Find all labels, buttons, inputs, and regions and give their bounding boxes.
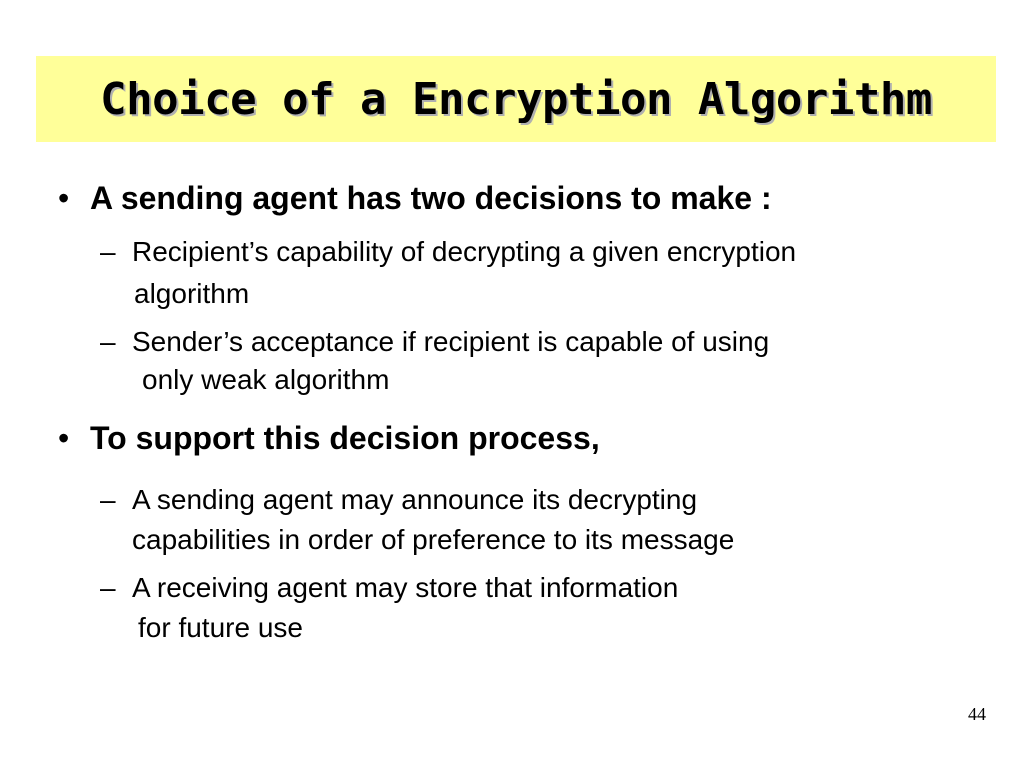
page-number: 44	[968, 704, 986, 724]
sub-bullet-2-2-line1: A receiving agent may store that informa…	[132, 572, 679, 603]
dash-symbol: –	[100, 326, 116, 357]
bullet-1: • A sending agent has two decisions to m…	[58, 180, 772, 217]
bullet-1-text: A sending agent has two decisions to mak…	[90, 180, 772, 216]
dash-symbol: –	[100, 484, 116, 515]
sub-bullet-2-2: –A receiving agent may store that inform…	[100, 566, 678, 650]
bullet-2-text: To support this decision process,	[90, 420, 600, 456]
title-banner: Choice of a Encryption Algorithm	[36, 56, 996, 142]
sub-bullet-1-1-line2: algorithm	[134, 278, 250, 309]
slide-title: Choice of a Encryption Algorithm	[100, 73, 932, 125]
dash-symbol: –	[100, 572, 116, 603]
bullet-2: • To support this decision process,	[58, 420, 600, 457]
sub-bullet-2-1: –A sending agent may announce its decryp…	[100, 478, 734, 562]
sub-bullet-2-1-line1: A sending agent may announce its decrypt…	[132, 484, 698, 515]
sub-bullet-1-2: –Sender’s acceptance if recipient is cap…	[100, 320, 769, 402]
bullet-symbol: •	[58, 180, 70, 216]
sub-bullet-1-2-line1: Sender’s acceptance if recipient is capa…	[132, 326, 770, 357]
sub-bullet-1-1: –Recipient’s capability of decrypting a …	[100, 230, 796, 316]
sub-bullet-2-2-line2: for future use	[138, 612, 303, 643]
sub-bullet-1-1-line1: Recipient’s capability of decrypting a g…	[132, 236, 797, 267]
dash-symbol: –	[100, 236, 116, 267]
bullet-symbol: •	[58, 420, 70, 456]
sub-bullet-1-2-line2: only weak algorithm	[142, 364, 390, 395]
sub-bullet-2-1-line2: capabilities in order of preference to i…	[132, 524, 735, 555]
